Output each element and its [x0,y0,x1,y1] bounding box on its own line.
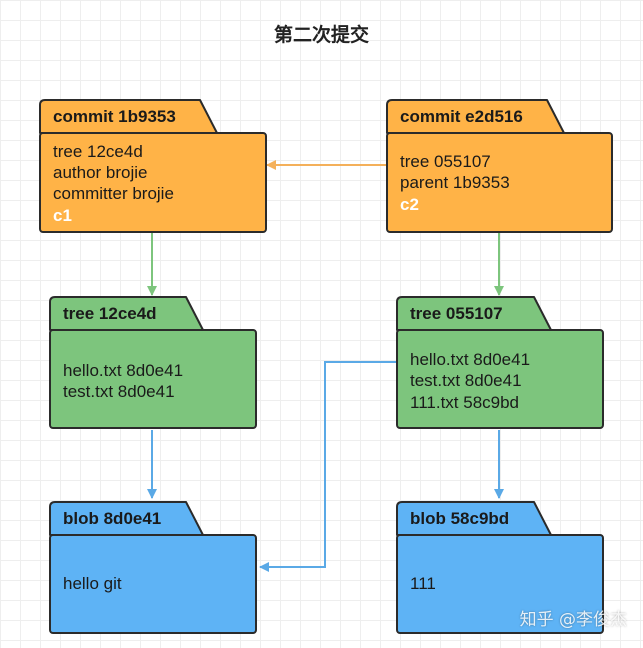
node-line: parent 1b9353 [400,173,510,192]
watermark: 知乎 @李俊杰 [519,610,627,630]
node-line: committer brojie [53,184,174,203]
tree-node-body [396,329,604,429]
blob-node-58c9bd: blob 58c9bd 111 [396,501,604,634]
commit-node-body [39,132,267,233]
node-line: tree 12ce4d [53,142,143,161]
node-line: hello.txt 8d0e41 [410,350,530,369]
commit-tag: c2 [400,195,419,214]
tree-node-12ce4d: tree 12ce4d hello.txt 8d0e41 test.txt 8d… [49,296,257,429]
commit-node-e2d516: commit e2d516 tree 055107 parent 1b9353 … [386,99,613,233]
tree-node-tab [396,296,552,331]
node-line: tree 055107 [400,152,491,171]
edge-tree2-to-blob1 [259,361,397,572]
blob-node-body [49,534,257,634]
node-label: tree 055107 [410,304,503,323]
blob-node-tab [49,501,204,536]
node-label: tree 12ce4d [63,304,157,323]
edges [147,160,504,572]
node-line: author brojie [53,163,148,182]
diagram-title: 第二次提交 [273,24,369,46]
blob-node-tab [396,501,552,536]
node-label: commit 1b9353 [53,107,176,126]
commit-node-tab [386,99,565,134]
node-line: hello git [63,574,122,593]
tree-node-055107: tree 055107 hello.txt 8d0e41 test.txt 8d… [396,296,604,429]
node-line: 111.txt 58c9bd [410,393,519,412]
node-line: test.txt 8d0e41 [63,382,175,401]
node-label: blob 8d0e41 [63,509,161,528]
node-line: hello.txt 8d0e41 [63,361,183,380]
commit-node-body [386,132,613,233]
node-line: test.txt 8d0e41 [410,371,522,390]
blob-node-body [396,534,604,634]
commit-tag: c1 [53,206,72,225]
commit-node-1b9353: commit 1b9353 tree 12ce4d author brojie … [39,99,267,233]
blob-node-8d0e41: blob 8d0e41 hello git [49,501,257,634]
node-line: 111 [410,574,436,593]
tree-node-body [49,329,257,429]
commit-node-tab [39,99,218,134]
node-label: commit e2d516 [400,107,523,126]
node-label: blob 58c9bd [410,509,509,528]
tree-node-tab [49,296,204,331]
